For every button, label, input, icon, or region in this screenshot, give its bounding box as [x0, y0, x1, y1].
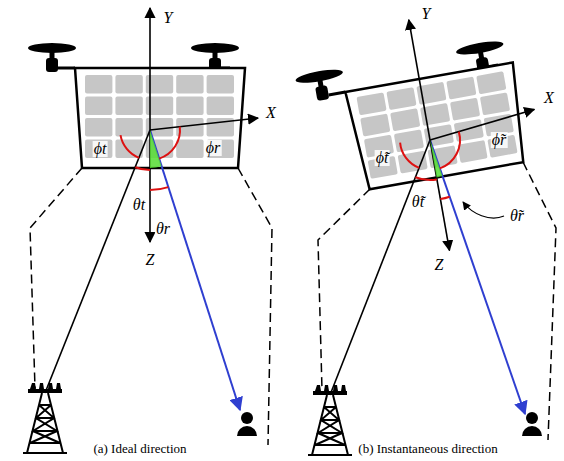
axis-label: X — [543, 90, 555, 106]
angle-label: ϕt — [93, 141, 108, 157]
angle-label: θr — [155, 221, 171, 237]
angle-label: θ̃r — [509, 208, 525, 224]
subfigure-caption: (a) Ideal direction — [92, 442, 187, 455]
angle-label: ϕ̃t — [375, 150, 390, 166]
axis-label: Y — [421, 6, 432, 22]
angle-label: ϕ̃r — [491, 132, 508, 148]
axis-label: Z — [145, 252, 156, 268]
axis-label: Y — [163, 10, 174, 26]
axis-label: Z — [434, 257, 445, 273]
axis-label: X — [265, 105, 277, 121]
subfigure-caption: (b) Instantaneous direction — [357, 442, 498, 455]
angle-label: θ̃t — [411, 194, 425, 210]
angle-label: ϕr — [205, 140, 222, 156]
angle-label: θt — [132, 197, 146, 213]
panel-b — [295, 1, 556, 455]
panel-a — [23, 8, 272, 453]
